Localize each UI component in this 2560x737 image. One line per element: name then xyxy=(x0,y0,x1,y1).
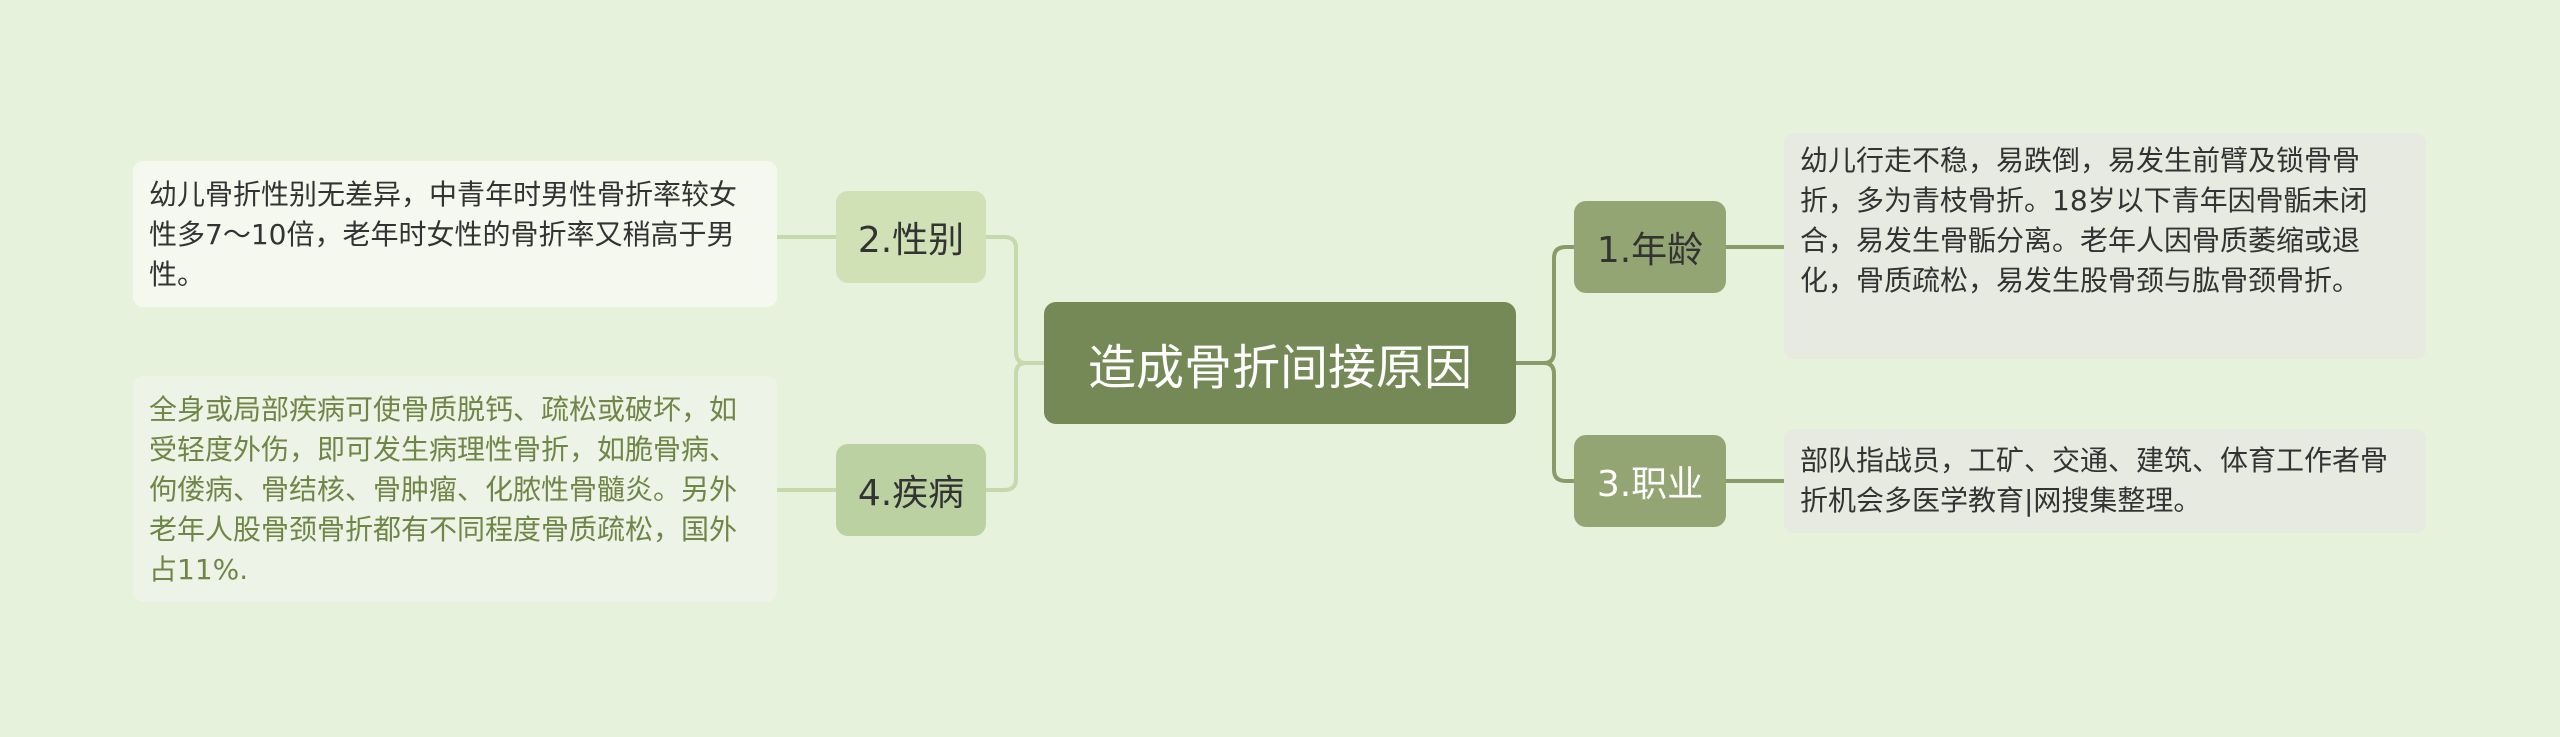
detail-gender[interactable]: 幼儿骨折性别无差异，中青年时男性骨折率较女性多7～10倍，老年时女性的骨折率又稍… xyxy=(133,161,777,307)
connector-root-occupation xyxy=(1516,361,1574,483)
connector-root-age xyxy=(1516,245,1574,365)
detail-age[interactable]: 幼儿行走不稳，易跌倒，易发生前臂及锁骨骨折，多为青枝骨折。18岁以下青年因骨骺未… xyxy=(1784,133,2426,359)
root-topic[interactable]: 造成骨折间接原因 xyxy=(1044,302,1516,424)
detail-occupation[interactable]: 部队指战员，工矿、交通、建筑、体育工作者骨折机会多医学教育|网搜集整理。 xyxy=(1784,429,2426,533)
branch-disease[interactable]: 4.疾病 xyxy=(836,444,986,536)
branch-gender[interactable]: 2.性别 xyxy=(836,191,986,283)
branch-occupation[interactable]: 3.职业 xyxy=(1574,435,1726,527)
detail-disease[interactable]: 全身或局部疾病可使骨质脱钙、疏松或破坏，如受轻度外伤，即可发生病理性骨折，如脆骨… xyxy=(133,376,777,602)
connector-root-disease xyxy=(986,361,1044,492)
connector-root-gender xyxy=(986,235,1044,365)
branch-age[interactable]: 1.年龄 xyxy=(1574,201,1726,293)
